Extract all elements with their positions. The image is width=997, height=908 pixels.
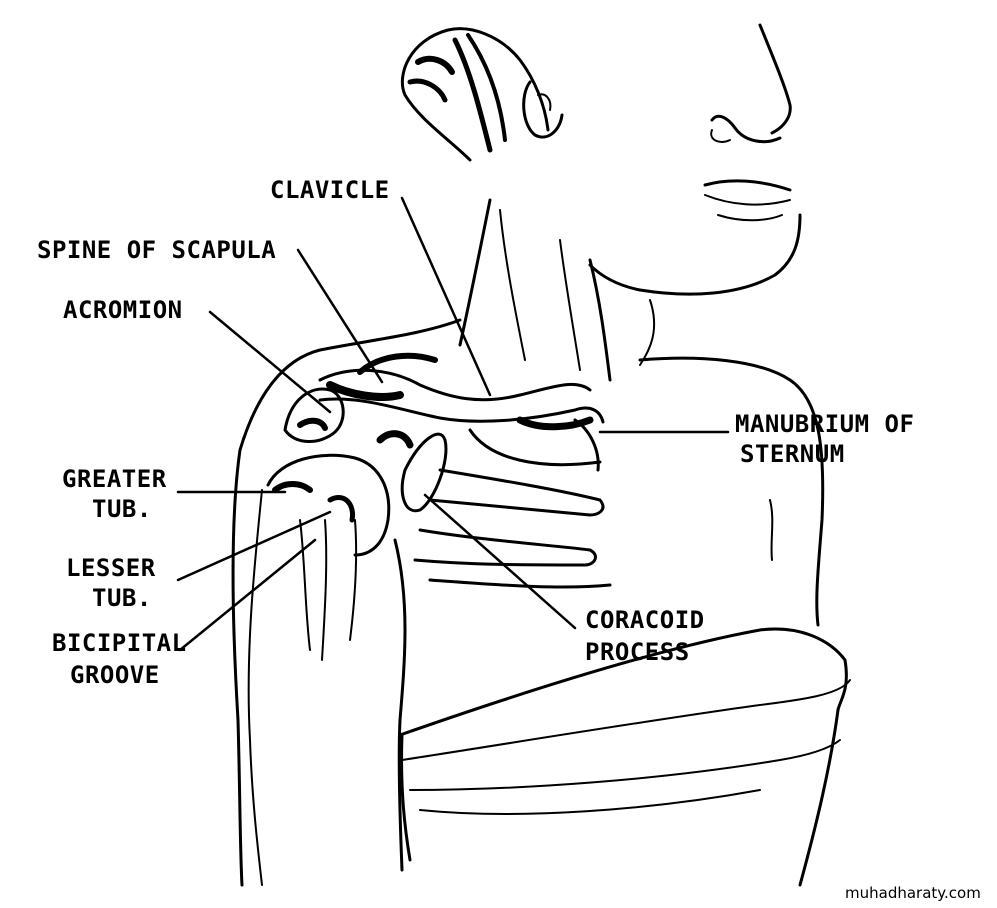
label-manubrium-1: MANUBRIUM OF xyxy=(735,410,914,438)
label-clavicle: CLAVICLE xyxy=(270,176,390,204)
humerus-head xyxy=(266,453,391,661)
label-greater-tub-2: TUB. xyxy=(92,495,152,523)
label-bicipital-1: BICIPITAL xyxy=(52,629,187,657)
leader-bicipital-groove xyxy=(178,538,317,652)
label-coracoid-1: CORACOID xyxy=(585,606,705,634)
label-lesser-tub-1: LESSER xyxy=(66,554,156,582)
leader-spine-of-scapula xyxy=(296,248,384,384)
label-spine-of-scapula: SPINE OF SCAPULA xyxy=(37,236,276,264)
leader-clavicle xyxy=(400,196,492,397)
label-acromion: ACROMION xyxy=(63,296,183,324)
leader-lines xyxy=(176,196,730,652)
ribs xyxy=(413,418,612,589)
leader-lesser-tub xyxy=(176,510,332,582)
clavicle-bone xyxy=(318,352,605,431)
label-manubrium-2: STERNUM xyxy=(740,440,845,468)
watermark-text: muhadharaty.com xyxy=(845,884,981,902)
acromion-bone xyxy=(283,387,345,443)
label-bicipital-2: GROOVE xyxy=(70,661,160,689)
label-coracoid-2: PROCESS xyxy=(585,638,690,666)
leader-acromion xyxy=(208,310,332,414)
labels: CLAVICLE SPINE OF SCAPULA ACROMION GREAT… xyxy=(37,176,914,689)
coracoid-bone xyxy=(376,430,448,513)
label-lesser-tub-2: TUB. xyxy=(92,584,152,612)
label-greater-tub-1: GREATER xyxy=(62,465,167,493)
figure-outline xyxy=(231,23,851,887)
leader-coracoid xyxy=(423,493,577,630)
